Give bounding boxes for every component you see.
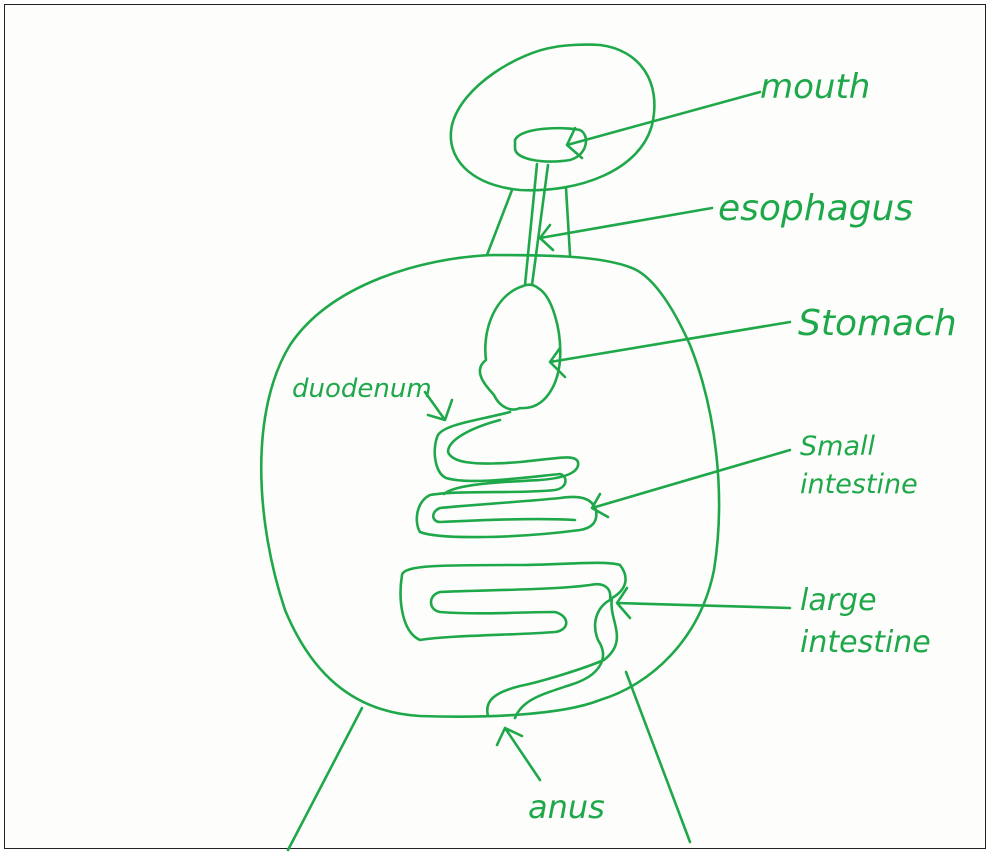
neck-left (487, 190, 512, 255)
mouth-shape (515, 128, 586, 161)
mouth-pointer (567, 92, 760, 158)
label-large-intestine-line2: intestine (800, 625, 931, 660)
head-outline (451, 45, 655, 191)
neck-right (566, 188, 570, 255)
stomach-shape (480, 285, 560, 410)
label-small-intestine-line1: Small (800, 431, 875, 462)
label-esophagus: esophagus (718, 188, 913, 229)
leg-right (626, 672, 690, 842)
label-small-intestine-line2: intestine (800, 469, 918, 500)
leg-left (288, 708, 362, 850)
label-anus: anus (528, 788, 605, 826)
esophagus-tube (525, 164, 548, 285)
large-intestine-coil (401, 563, 626, 718)
anus-pointer (497, 728, 540, 780)
small-intestine-coil (417, 412, 597, 537)
label-duodenum: duodenum (292, 374, 432, 404)
esophagus-pointer (540, 208, 712, 250)
label-large-intestine-line1: large (800, 583, 877, 618)
label-stomach: Stomach (798, 303, 957, 344)
stomach-pointer (550, 322, 790, 377)
label-mouth: mouth (760, 67, 870, 107)
small-intestine-pointer (592, 450, 790, 517)
